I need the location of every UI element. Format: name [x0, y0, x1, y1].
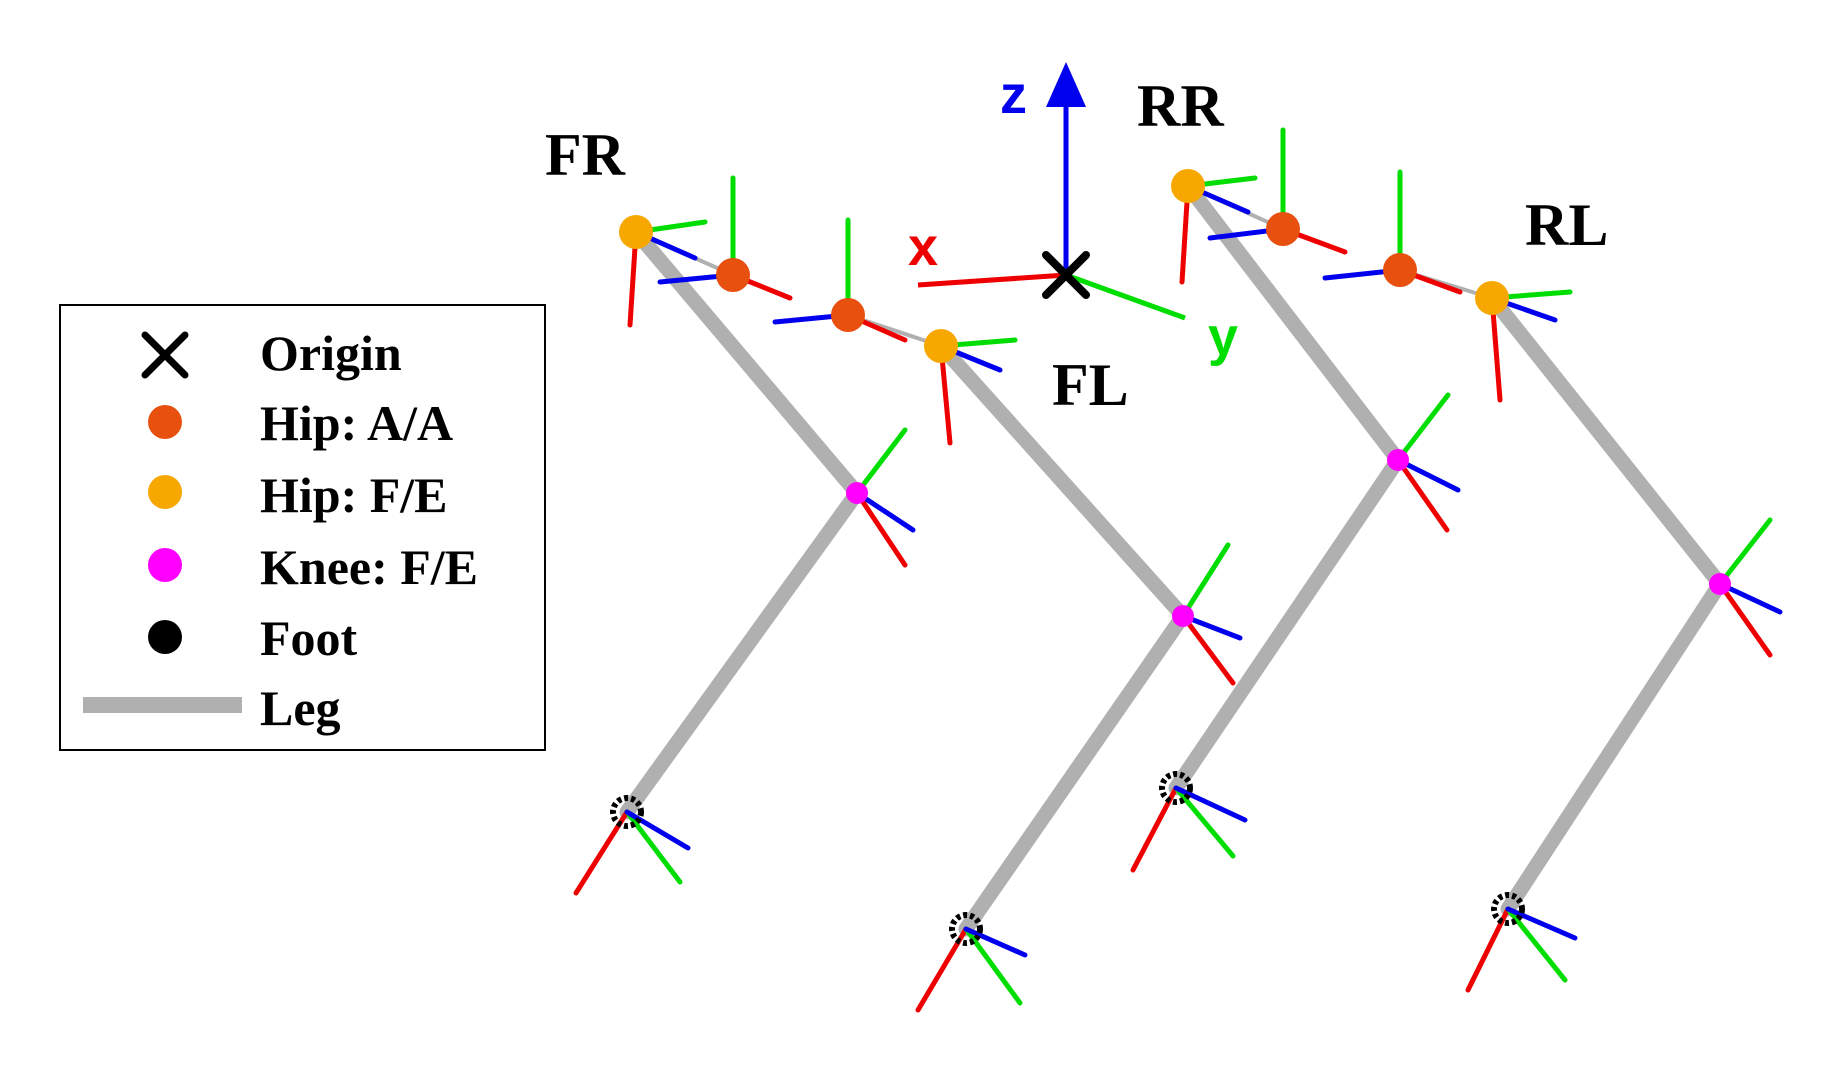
- legend: Origin Hip: A/A Hip: F/E Knee: F/E Foot …: [59, 304, 546, 751]
- hip-fe-joint-rr: [1171, 169, 1205, 203]
- leg-label-fl: FL: [1052, 352, 1129, 418]
- legend-symbol-foot-icon: [148, 620, 182, 654]
- feet: [610, 771, 1525, 946]
- leg-label-rl: RL: [1525, 192, 1608, 258]
- legend-label-hip-aa: Hip: A/A: [260, 395, 453, 451]
- legend-label-leg: Leg: [260, 680, 341, 736]
- leg-link-rr: [1168, 178, 1408, 796]
- legend-symbol-hip-fe-icon: [148, 475, 182, 509]
- hip-fe-joint-rl: [1475, 281, 1509, 315]
- knee-joint-fl: [1172, 605, 1194, 627]
- foot-rr: [1159, 771, 1193, 805]
- leg-label-fr: FR: [545, 122, 626, 188]
- leg-link-rl: [1484, 290, 1730, 917]
- legend-label-knee-fe: Knee: F/E: [260, 539, 478, 595]
- hip-fe-joints: [619, 169, 1509, 363]
- axis-label-x: x: [908, 217, 938, 277]
- legend-symbol-origin-icon: [141, 331, 189, 379]
- legend-label-origin: Origin: [260, 325, 402, 381]
- legend-symbol-hip-aa-icon: [148, 405, 182, 439]
- foot-rl: [1491, 892, 1525, 926]
- origin-cross-icon: [1042, 251, 1090, 299]
- knee-joint-fr: [846, 482, 868, 504]
- hip-aa-joint-fr: [716, 258, 750, 292]
- legend-symbol-knee-fe-icon: [148, 548, 182, 582]
- foot-fr: [610, 795, 644, 829]
- hip-fe-joint-fr: [619, 215, 653, 249]
- legend-label-foot: Foot: [260, 610, 358, 666]
- axis-label-y: y: [1208, 307, 1238, 367]
- axis-label-z: z: [1000, 65, 1027, 125]
- joint-frames: [573, 127, 1783, 1013]
- legend-box: [59, 304, 546, 751]
- origin-frame: z x y: [908, 62, 1238, 367]
- knee-joint-rr: [1387, 449, 1409, 471]
- hip-aa-joint-rr: [1266, 212, 1300, 246]
- knee-joints: [846, 449, 1731, 627]
- leg-labels: FR RR RL FL: [545, 73, 1608, 418]
- knee-joint-rl: [1709, 573, 1731, 595]
- legend-label-hip-fe: Hip: F/E: [260, 467, 448, 523]
- hip-aa-joint-rl: [1383, 253, 1417, 287]
- foot-fl: [949, 912, 983, 946]
- hip-aa-joints: [716, 212, 1417, 332]
- hip-aa-joint-fl: [831, 298, 865, 332]
- leg-label-rr: RR: [1137, 73, 1224, 139]
- hip-fe-joint-fl: [924, 329, 958, 363]
